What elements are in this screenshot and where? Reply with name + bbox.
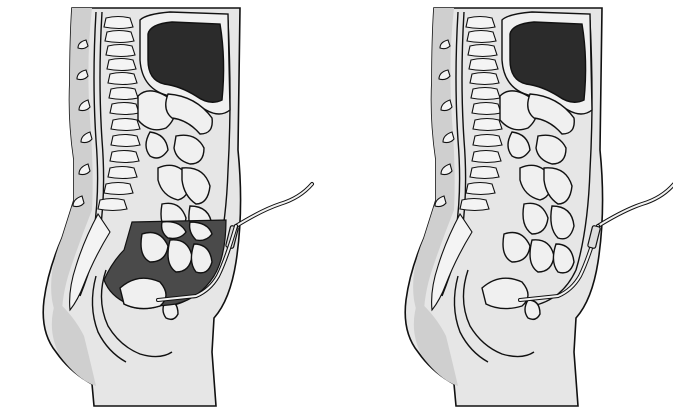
bladder-in-fluid — [120, 278, 166, 308]
panel-after-drainage — [405, 8, 673, 406]
panel-with-fluid — [43, 8, 312, 406]
